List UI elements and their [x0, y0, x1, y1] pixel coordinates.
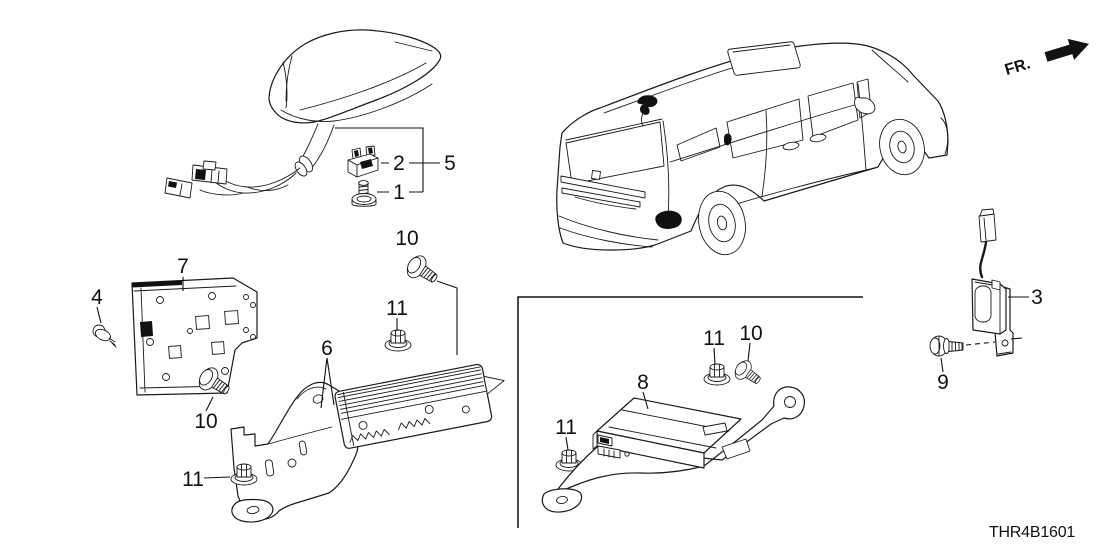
rear-unit-location-mark: [655, 210, 682, 229]
callout-label-6[interactable]: 6: [321, 337, 333, 360]
nut-part-11-center: [384, 329, 412, 352]
module-8-assembly: [541, 386, 805, 513]
diagram-code: THR4B1601: [989, 524, 1076, 541]
antenna-module-3-assembly: [929, 208, 1014, 357]
callout-label-9[interactable]: 9: [937, 371, 949, 394]
callout-label-8[interactable]: 8: [637, 371, 649, 394]
amp-bracket-6: [230, 381, 363, 523]
callout-label-5[interactable]: 5: [444, 152, 456, 175]
callout-label-1[interactable]: 1: [393, 181, 405, 204]
pillar-unit-location-mark: [724, 133, 732, 146]
callout-label-3[interactable]: 3: [1031, 286, 1043, 309]
fr-label: FR.: [1003, 55, 1033, 79]
callout-label-11-box-top[interactable]: 11: [703, 327, 725, 350]
callout-label-11-left[interactable]: 11: [182, 468, 204, 491]
nut-part-11-box-top: [703, 363, 731, 386]
callout-label-4[interactable]: 4: [91, 286, 103, 309]
bolt-part-9: [929, 335, 964, 357]
bolt-part-10-box: [731, 357, 766, 390]
amplifier-unit: [334, 363, 505, 449]
callout-label-11-box-left[interactable]: 11: [555, 416, 577, 439]
control-unit-bracket-7: [131, 277, 258, 396]
fr-arrow-icon: [1044, 38, 1090, 62]
section-divider-box: [517, 296, 863, 528]
screw-part-1: [351, 180, 377, 207]
callout-label-10-center[interactable]: 10: [395, 227, 418, 250]
roof-antenna-assembly: [164, 29, 442, 199]
antenna-connector-2: [164, 177, 193, 199]
clip-part-2: [347, 145, 379, 178]
fr-direction-indicator: FR.: [1003, 38, 1090, 79]
roof-antenna-location-mark: [637, 95, 658, 115]
callout-label-2[interactable]: 2: [393, 152, 405, 175]
callout-label-11-center[interactable]: 11: [386, 297, 408, 320]
callout-label-10-box[interactable]: 10: [739, 322, 762, 345]
callout-layer: 1 2 5 7 4 10 11 6 10 11 8 11 10 11 3 9: [91, 152, 1043, 491]
callout-label-7[interactable]: 7: [177, 255, 189, 278]
leader-lines: [96, 127, 1029, 479]
screw-part-4: [92, 324, 117, 348]
callout-label-10-left[interactable]: 10: [194, 410, 217, 433]
vehicle-illustration: [556, 41, 949, 256]
bolt-part-10-center: [402, 251, 443, 290]
